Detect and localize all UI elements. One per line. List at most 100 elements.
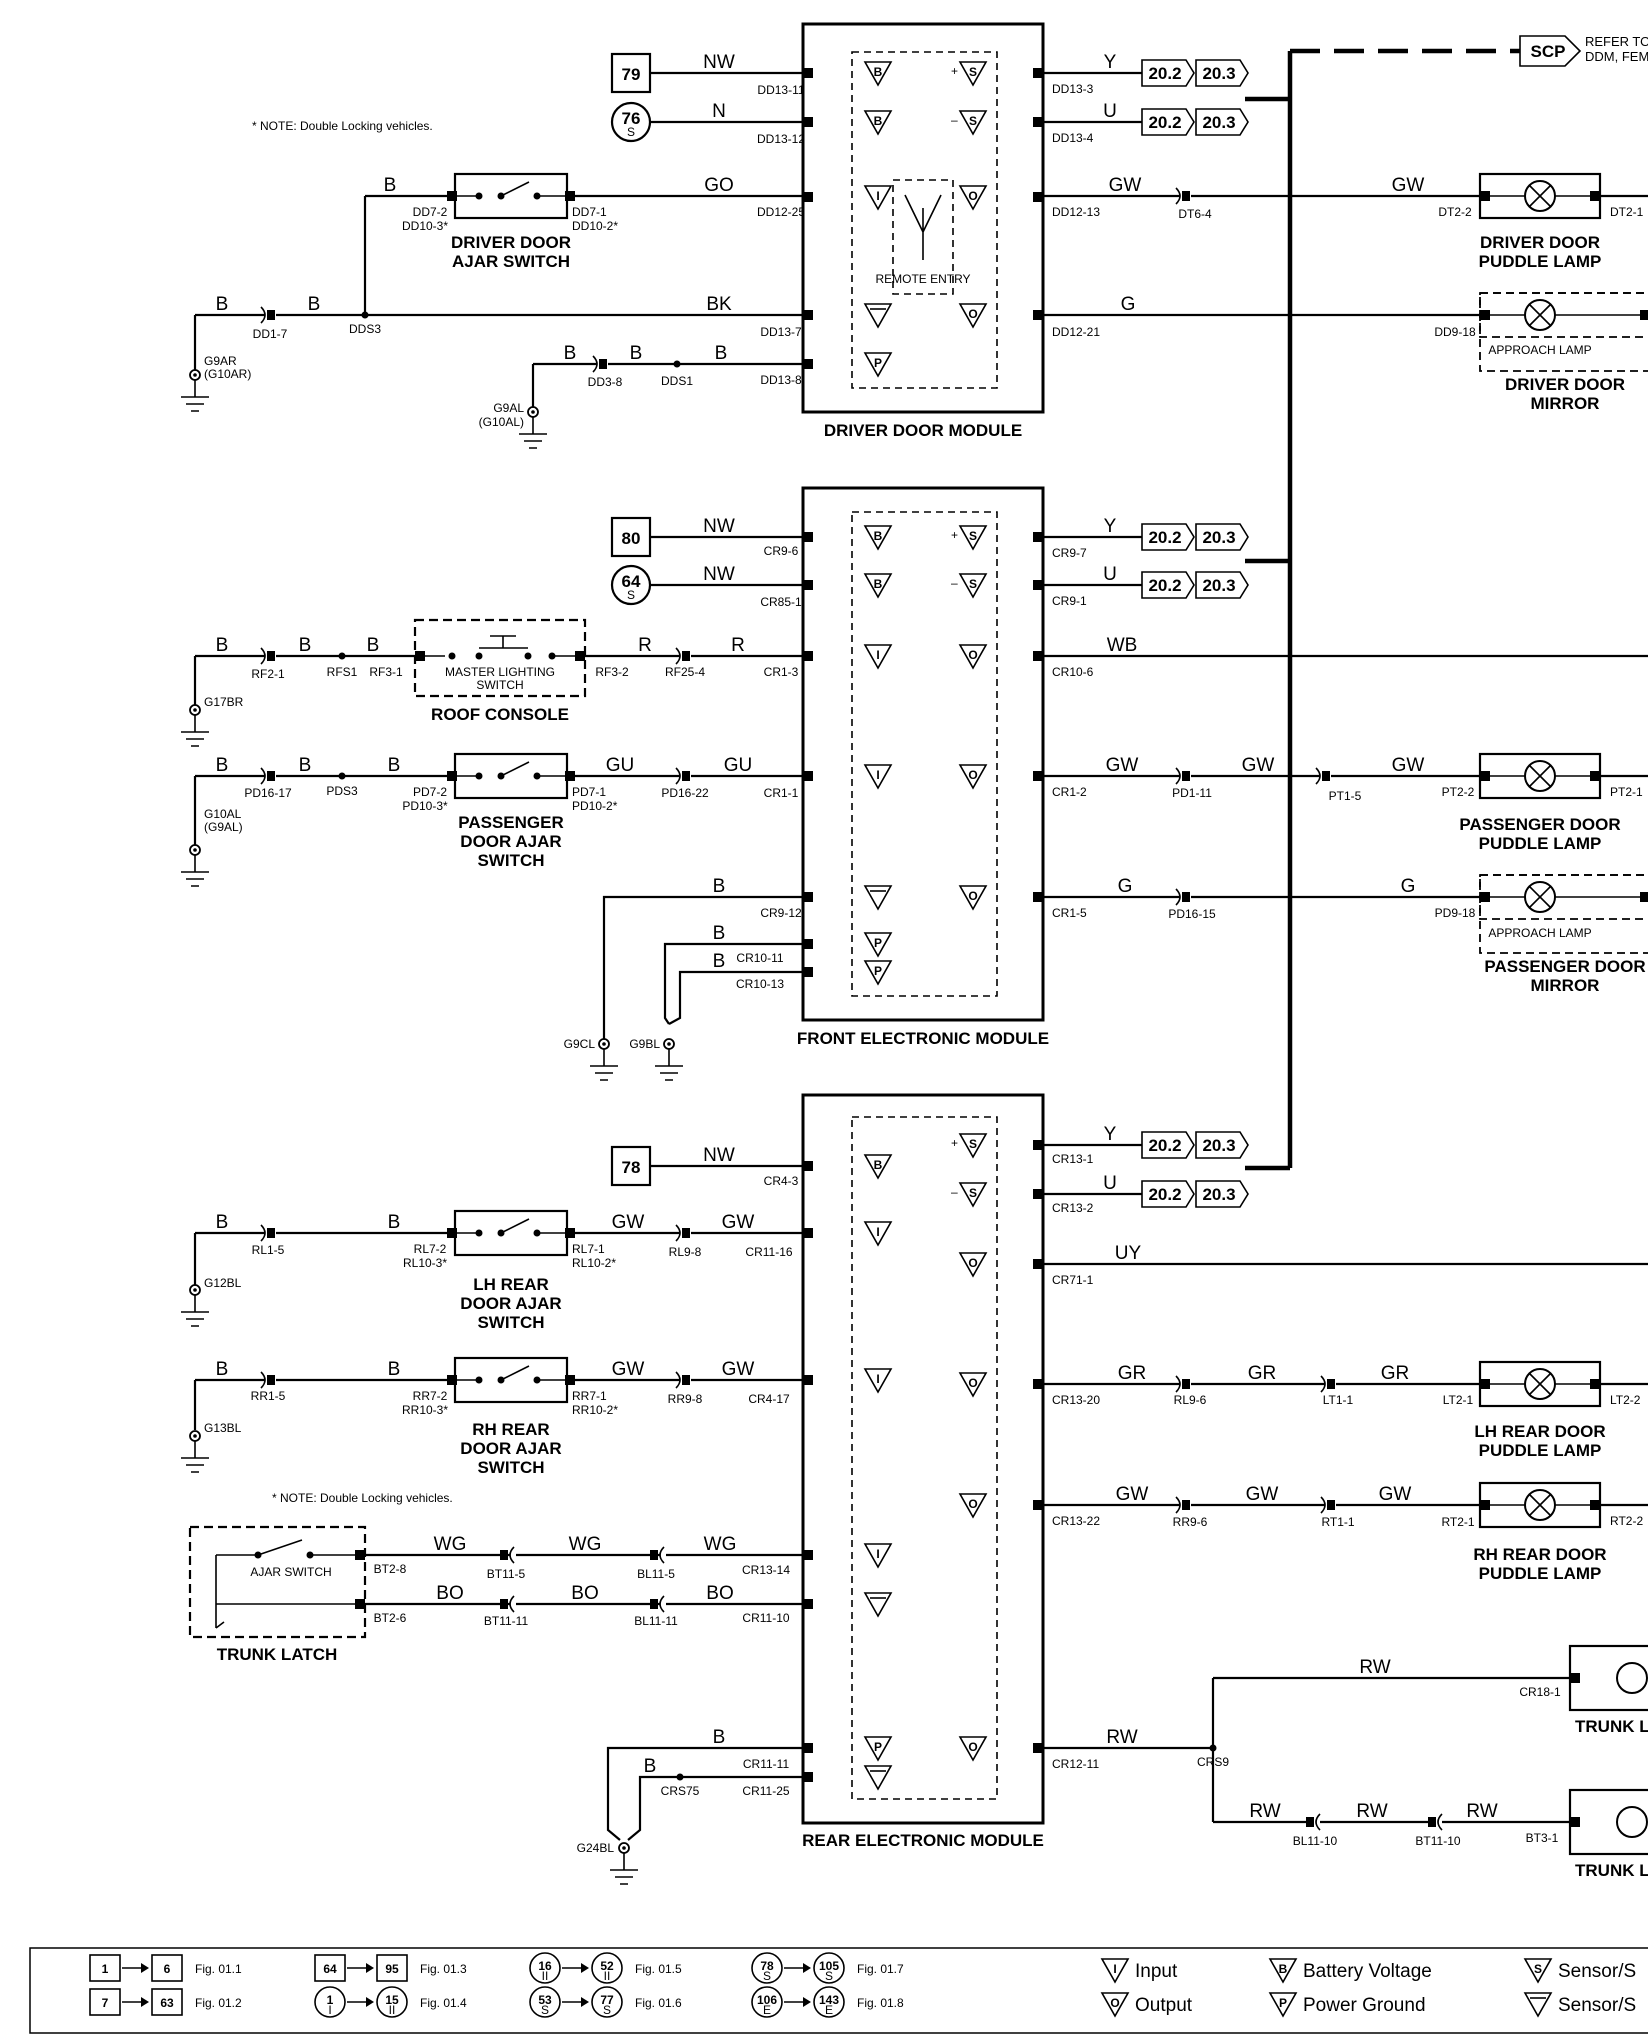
reference-arrow-box[interactable] (1195, 571, 1249, 599)
inline-connector (509, 1595, 515, 1613)
pin-symbol-in-icon: I (863, 1368, 893, 1394)
legend-ref-circle (751, 1986, 783, 2018)
wire-color-label: B (388, 1359, 401, 1380)
legend-arrow-head (581, 1963, 589, 1973)
pin-label: PD16-17 (244, 786, 292, 800)
inline-connector (260, 1224, 266, 1242)
pin-label: PD10-2* (572, 799, 618, 813)
pin-label: BT3-1 (1526, 1831, 1559, 1845)
inline-connector (509, 1546, 515, 1564)
inline-connector-pin (267, 1228, 275, 1238)
inline-connector (1320, 1375, 1326, 1393)
legend-arrow-head (141, 1997, 149, 2007)
reference-arrow-box[interactable] (1195, 1180, 1249, 1208)
pin-symbol-neg-icon (863, 1592, 893, 1618)
pin-label: RL10-2* (572, 1256, 616, 1270)
wire-color-label: NW (703, 516, 735, 537)
pin-label: G12BL (204, 1276, 242, 1290)
wire-color-label: B (216, 755, 229, 776)
inline-connector-pin (1327, 1379, 1335, 1389)
reference-arrow-box[interactable] (1141, 571, 1195, 599)
pin-label: RF2-1 (251, 667, 285, 681)
wire-color-label: WG (704, 1534, 737, 1555)
connector-pin (803, 1743, 813, 1753)
wire-color-label: WB (1107, 635, 1138, 656)
pin-symbol-letter: S (969, 577, 977, 591)
reference-arrow-box[interactable] (1141, 108, 1195, 136)
trunk-lamp-label: TRUNK L (1575, 1717, 1648, 1736)
legend-ref-sub: S (541, 2003, 549, 2017)
pin-symbol-letter: I (876, 1225, 879, 1239)
reference-arrow-box[interactable] (1195, 108, 1249, 136)
splice (533, 1229, 541, 1237)
pin-label: RR9-8 (668, 1392, 703, 1406)
circuit-ref-box[interactable] (610, 52, 652, 94)
reference-arrow-box[interactable] (1141, 59, 1195, 87)
connector-pin (1590, 771, 1600, 781)
wire-color-label: BO (571, 1583, 598, 1604)
connector-pin (803, 1375, 813, 1385)
legend-key-label: Sensor/S (1558, 1961, 1636, 1982)
master-lighting-label: SWITCH (476, 678, 523, 692)
legend-arrow-head (366, 1997, 374, 2007)
pin-symbol-letter: O (968, 1376, 977, 1390)
inline-connector-pin (682, 771, 690, 781)
reference-arrow-box[interactable] (1195, 59, 1249, 87)
inline-connector (1175, 1496, 1181, 1514)
pin-label: BT11-5 (487, 1567, 526, 1581)
pin-label: BT11-11 (484, 1614, 529, 1628)
pin-symbol-letter: I (876, 189, 879, 203)
pin-symbol-bat-icon: B (863, 573, 893, 599)
pin-symbol-bat-icon: B (863, 110, 893, 136)
legend-ref-sub: E (763, 2003, 771, 2017)
circuit-ref-box[interactable] (610, 516, 652, 558)
legend-ref-box (314, 1954, 346, 1982)
pin-label: BL11-5 (637, 1567, 675, 1581)
reference-arrow-box[interactable] (1141, 1131, 1195, 1159)
pin-symbol-letter: I (876, 768, 879, 782)
pin-symbol-letter: O (968, 648, 977, 662)
reference-arrow-box[interactable] (1141, 523, 1195, 551)
legend-arrow-head (366, 1963, 374, 1973)
pin-label: PT2-2 (1442, 785, 1475, 799)
wire-color-label: GU (724, 755, 753, 776)
pin-label: CR11-25 (742, 1784, 789, 1798)
legend-ref-circle (314, 1986, 346, 2018)
component-label: DRIVER DOOR (1505, 375, 1625, 394)
pin-label: RT2-1 (1441, 1515, 1474, 1529)
ground-icon (590, 1049, 618, 1081)
lamp-filament (1529, 304, 1551, 326)
pin-label: BT11-10 (1415, 1834, 1460, 1848)
double-locking-note: * NOTE: Double Locking vehicles. (272, 1491, 453, 1505)
driver-door-module: REMOTE ENTRY DRIVER DOOR MODULE (801, 22, 1045, 440)
pin-label: CRS75 (661, 1784, 700, 1798)
polarity-mark: – (951, 1185, 958, 1199)
connector-pin (1480, 1500, 1490, 1510)
reference-arrow-box[interactable] (1141, 1180, 1195, 1208)
connector-pin (1590, 191, 1600, 201)
pin-symbol-letter: O (968, 1256, 977, 1270)
legend-fig-label: Fig. 01.2 (195, 1996, 242, 2010)
wire-color-label: GW (1116, 1484, 1149, 1505)
pin-label: DDS3 (349, 322, 381, 336)
master-lighting-label: MASTER LIGHTING (445, 665, 555, 679)
inline-connector-pin (267, 1375, 275, 1385)
reference-arrow-box[interactable] (1195, 523, 1249, 551)
component-label: PUDDLE LAMP (1479, 252, 1602, 271)
connector-pin (1033, 1259, 1043, 1269)
inline-connector-pin (267, 771, 275, 781)
pin-label: DD13-4 (1052, 131, 1094, 145)
pin-symbol-letter: I (876, 1547, 879, 1561)
pin-label: DT2-2 (1438, 205, 1472, 219)
splice (338, 772, 346, 780)
legend-ref-box (151, 1954, 183, 1982)
reference-label: 20.2 (1148, 1185, 1181, 1204)
reference-label: 20.3 (1202, 1136, 1235, 1155)
reference-arrow-box[interactable] (1195, 1131, 1249, 1159)
legend-key-label: Power Ground (1303, 1995, 1426, 2016)
pin-label: CR9-6 (764, 544, 799, 558)
pin-label: RL1-5 (252, 1243, 285, 1257)
pin-symbol-letter: B (1279, 1962, 1288, 1976)
rear-electronic-module-label: REAR ELECTRONIC MODULE (802, 1831, 1044, 1850)
